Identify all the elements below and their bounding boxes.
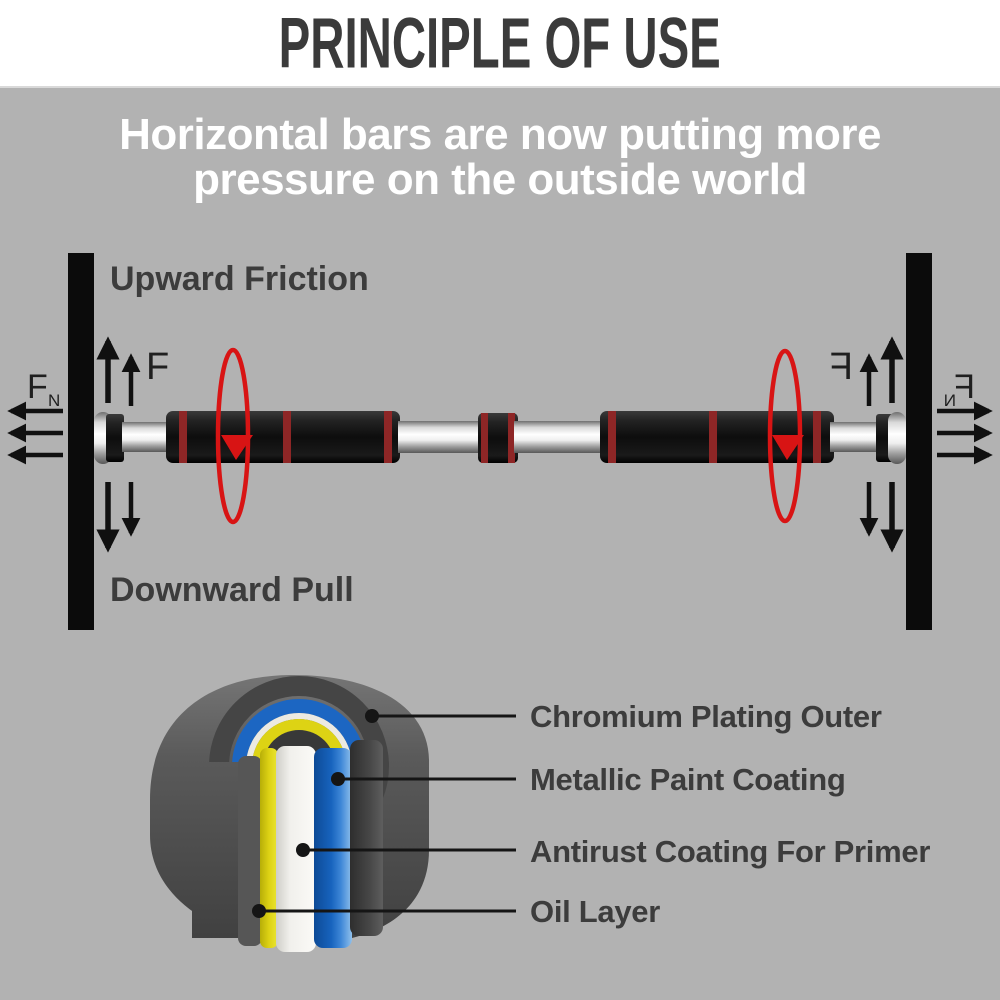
- normal-force-subscript-right: N: [944, 391, 956, 410]
- right-wall: [906, 253, 932, 630]
- layer-label-antirust: Antirust Coating For Primer: [530, 834, 930, 869]
- layer-labels: Chromium Plating Outer Metallic Paint Co…: [530, 699, 931, 929]
- page-title: PRINCIPLE OF USE: [278, 2, 722, 84]
- left-rotation-indicator: [215, 347, 253, 525]
- force-f-label-right: F: [830, 346, 853, 388]
- grip-ring: [179, 411, 187, 463]
- grip-ring: [283, 411, 291, 463]
- grip-ring: [384, 411, 392, 463]
- normal-force-label-left: F: [27, 368, 48, 406]
- bar-left-thin-tube: [122, 422, 170, 452]
- downward-pull-label: Downward Pull: [110, 571, 354, 609]
- subtitle-line-2: pressure on the outside world: [193, 155, 807, 204]
- leader-dots: [252, 709, 379, 918]
- layer-label-oil: Oil Layer: [530, 894, 660, 929]
- right-rotation-indicator: [767, 348, 804, 524]
- bar-mid-left-tube: [398, 421, 484, 453]
- leader-dot: [331, 772, 345, 786]
- shell-front-patch: [192, 762, 240, 938]
- bar-left-collar: [106, 414, 124, 462]
- grip-ring: [709, 411, 717, 463]
- subtitle: Horizontal bars are now putting more pre…: [0, 112, 1000, 202]
- pull-up-bar: [94, 411, 906, 464]
- upward-friction-label: Upward Friction: [110, 260, 369, 298]
- title-band: PRINCIPLE OF USE: [0, 0, 1000, 86]
- left-wall: [68, 253, 94, 630]
- oil-layer-strip: [260, 748, 278, 948]
- leader-lines: [263, 714, 516, 913]
- subtitle-line-1: Horizontal bars are now putting more: [119, 110, 881, 159]
- bar-right-dome-cap: [888, 412, 906, 464]
- left-force-arrows: [7, 336, 141, 553]
- chromium-layer-strip: [350, 740, 383, 936]
- leader-dot: [296, 843, 310, 857]
- collar-ring: [508, 413, 515, 463]
- normal-force-label-right: F: [954, 368, 975, 406]
- antirust-layer-strip: [276, 746, 316, 952]
- paint-layer-strip: [314, 748, 352, 948]
- normal-force-subscript-left: N: [48, 391, 60, 410]
- layer-label-chromium: Chromium Plating Outer: [530, 699, 882, 734]
- leader-dot: [365, 709, 379, 723]
- grip-ring: [608, 411, 616, 463]
- leader-dot: [252, 904, 266, 918]
- right-force-arrows: [859, 336, 993, 553]
- force-f-label-left: F: [146, 346, 169, 388]
- bar-right-thin-tube: [830, 422, 878, 452]
- bar-mid-right-tube: [514, 421, 600, 453]
- mirrored-force-labels: F F N: [830, 346, 975, 410]
- collar-ring: [481, 413, 488, 463]
- layer-label-paint: Metallic Paint Coating: [530, 762, 846, 797]
- bar-cross-section: [150, 674, 429, 952]
- cut-edge-strip: [238, 756, 262, 946]
- rotation-arrowhead: [221, 435, 253, 460]
- grip-ring: [813, 411, 821, 463]
- rotation-arrowhead: [772, 435, 804, 460]
